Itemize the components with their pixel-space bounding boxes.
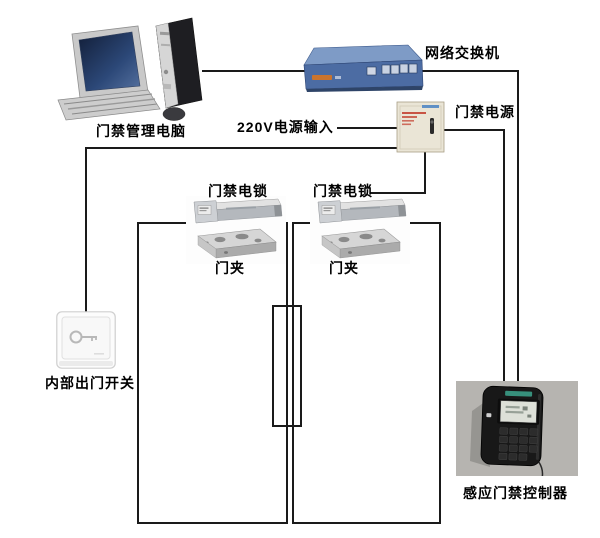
switch-logo [312,75,332,80]
wire-power-to-controller [503,129,505,383]
power-supply-image [396,99,446,154]
controller-wire [538,461,544,476]
door-handle [272,305,302,427]
switch-port [366,66,377,76]
controller-led [486,413,492,418]
switch-port [399,63,409,74]
label-electric-lock-right: 门禁电锁 [313,183,373,199]
management-computer-image [56,12,204,124]
controller-keypad [498,427,539,461]
switch-port [381,64,391,75]
label-door-clamp-right: 门夹 [329,260,359,276]
wire-switch-right [420,70,519,72]
clamp-side [197,235,217,259]
power-blue-label [422,105,439,108]
switch-port [408,63,418,74]
mouse [162,107,186,121]
label-proximity-controller: 感应门禁控制器 [463,485,568,501]
label-management-computer: 门禁管理电脑 [96,123,186,139]
wire-to-lock-right [370,192,426,194]
label-network-switch: 网络交换机 [425,45,500,61]
wire-power-left [85,147,397,149]
network-switch-image [298,44,428,94]
exit-button-image [56,311,116,369]
wire-power-right [444,129,505,131]
maglock-right-image [310,196,410,264]
wire-power-bottom [424,152,426,194]
wire-switch-to-controller [517,70,519,383]
switch-port [390,64,400,75]
wire-to-exit-button [85,147,87,313]
controller-image [456,381,578,476]
label-access-power-supply: 门禁电源 [455,104,515,120]
label-door-clamp-left: 门夹 [215,260,245,276]
label-220v-power-input: 220V电源输入 [237,119,334,135]
wire-computer-to-switch [202,70,308,72]
power-red-text [402,112,426,114]
wire-220v-input [337,127,397,129]
maglock-left-image [186,196,286,264]
controller-brand-strip [505,390,533,397]
label-electric-lock-left: 门禁电锁 [208,183,268,199]
door-left-panel [137,222,288,524]
label-exit-button: 内部出门开关 [45,375,135,391]
clamp-side [321,235,341,259]
door-right-panel [292,222,441,524]
